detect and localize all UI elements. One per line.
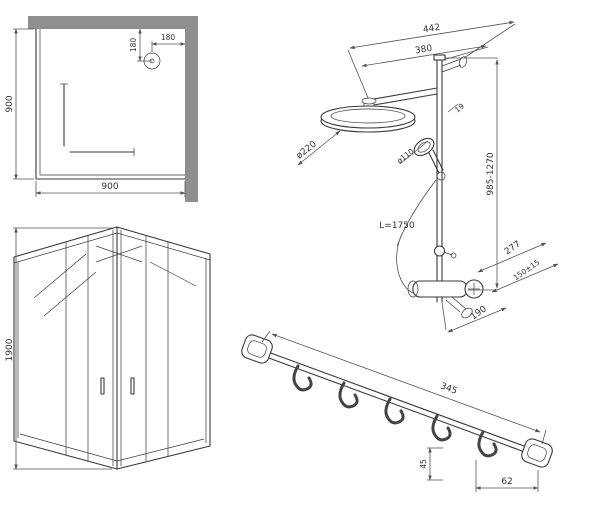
rail-bar-top: [267, 351, 525, 447]
diverter-lever: [443, 251, 453, 256]
door-handle-left: [100, 377, 105, 395]
diverter-tip: [450, 252, 457, 259]
dim-hand-diameter: ø110: [395, 147, 416, 166]
hand-shower: [413, 137, 435, 157]
shower-arm: [373, 87, 438, 100]
right-plate-inner: [527, 444, 547, 462]
dim-line-pipe: [447, 103, 459, 113]
ext-line: [441, 301, 447, 331]
shower-hose: [396, 179, 437, 296]
dim-line-442: [349, 20, 515, 50]
column-cap: [433, 54, 446, 61]
hand-shower-face: [417, 141, 431, 153]
hook-5: [477, 430, 498, 458]
dim-drain-offset-h: 180: [161, 33, 176, 42]
tray-edge: [19, 433, 205, 462]
ext-line: [347, 49, 369, 99]
slider-bracket: [436, 171, 446, 181]
hook-2: [338, 381, 359, 409]
shower-system-view: 442 380 ø220 ø110 19 985-1270 L=1750 277…: [295, 20, 559, 333]
head-joint: [361, 97, 377, 105]
hand-shower-handle: [428, 152, 440, 174]
iso-view: 1900: [5, 226, 211, 470]
dim-overall-reach: 442: [422, 23, 441, 36]
dim-line-length: [271, 333, 541, 433]
hook-3: [384, 397, 405, 425]
hand-shower-handle-2: [432, 149, 444, 171]
bracket-line: [441, 64, 462, 73]
ext-line: [261, 330, 271, 343]
right-mount-plate: [521, 438, 553, 468]
dim-column-height: 985-1270: [486, 152, 496, 196]
wall-top: [28, 16, 198, 29]
left-plate-outer: [241, 334, 273, 364]
shine-line: [43, 271, 97, 317]
shine-line: [149, 261, 197, 287]
shine-line: [95, 245, 143, 263]
left-mount-plate: [241, 334, 273, 364]
diverter-knob: [433, 245, 446, 257]
plan-view: 180 180 900 900: [5, 16, 198, 202]
dim-line-380: [361, 44, 487, 68]
leader-line: [396, 231, 404, 247]
ext-line: [541, 429, 547, 445]
right-plate-outer: [521, 438, 553, 468]
glass-panel-outline: [35, 28, 186, 180]
dim-pipe: 19: [453, 101, 466, 114]
base-frame: [13, 440, 211, 470]
dim-line-reach: [477, 242, 547, 273]
mixer-left-cap: [407, 280, 419, 298]
rain-head-face: [330, 108, 406, 124]
shine-line: [33, 253, 87, 299]
wall-pipe: [451, 296, 467, 310]
top-frame: [13, 226, 211, 258]
dim-line-hand: [399, 140, 429, 165]
hook-rail-view: 345 62 45: [241, 330, 553, 492]
wall-right: [185, 16, 198, 202]
left-plate-inner: [247, 340, 267, 358]
dim-drain-offset-v: 180: [129, 38, 138, 53]
dim-reach: 277: [503, 239, 523, 257]
dim-arm-reach: 380: [414, 44, 433, 57]
door-handle-right: [130, 377, 135, 395]
dim-bottom-offset: 190: [469, 304, 489, 322]
dim-rail-end: 62: [501, 477, 512, 487]
rain-shower-head: [320, 105, 416, 129]
hook-4: [431, 414, 452, 442]
dim-rail-height: 45: [419, 459, 428, 469]
glass-panel-inner: [39, 29, 185, 176]
dim-line-head: [297, 130, 341, 166]
dim-connection: 150±15: [512, 257, 542, 282]
dim-line-connection: [491, 263, 559, 293]
shower-arm-2: [373, 93, 438, 106]
dim-plan-depth: 900: [5, 95, 15, 112]
wall-flange-top: [458, 56, 468, 68]
dim-line-bottom: [447, 307, 507, 333]
dim-rail-length: 345: [439, 381, 459, 396]
rail-bar-bottom: [265, 356, 523, 452]
hook-1: [292, 364, 313, 392]
dim-hose-length: L=1750: [379, 221, 415, 231]
dim-plan-width: 900: [101, 182, 118, 192]
dim-iso-height: 1900: [5, 338, 15, 361]
mixer-valve: [412, 280, 468, 298]
